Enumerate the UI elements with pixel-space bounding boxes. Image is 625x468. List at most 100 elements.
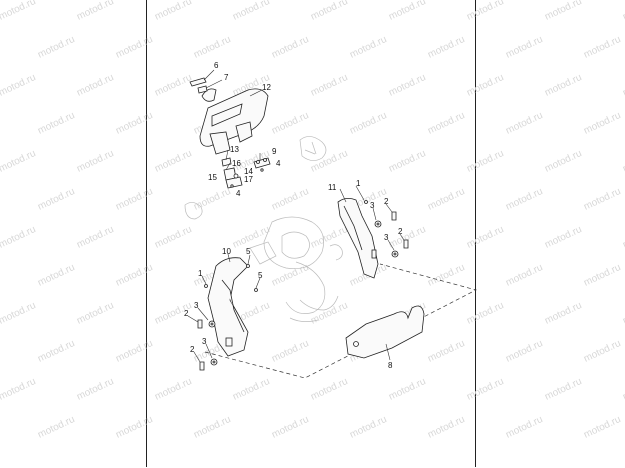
watermark-text: motod.ru xyxy=(465,376,505,403)
callout-17: 17 xyxy=(244,175,253,184)
callout-12: 12 xyxy=(262,83,271,92)
callout-5-lower: 5 xyxy=(258,271,263,280)
watermark-text: motod.ru xyxy=(387,148,427,175)
watermark-text: motod.ru xyxy=(387,0,427,23)
watermark-text: motod.ru xyxy=(270,110,310,137)
watermark-text: motod.ru xyxy=(270,34,310,61)
watermark-text: motod.ru xyxy=(582,414,622,441)
watermark-text: motod.ru xyxy=(114,262,154,289)
watermark-text: motod.ru xyxy=(114,414,154,441)
watermark-text: motod.ru xyxy=(309,376,349,403)
watermark-text: motod.ru xyxy=(114,34,154,61)
watermark-text: motod.ru xyxy=(543,300,583,327)
bracket-small-parts xyxy=(221,157,243,189)
watermark-text: motod.ru xyxy=(270,186,310,213)
watermark-text: motod.ru xyxy=(75,376,115,403)
watermark-text: motod.ru xyxy=(0,148,38,175)
watermark-text: motod.ru xyxy=(153,148,193,175)
callout-5-upper: 5 xyxy=(246,247,251,256)
watermark-text: motod.ru xyxy=(75,72,115,99)
watermark-text: motod.ru xyxy=(465,0,505,23)
watermark-text: motod.ru xyxy=(348,110,388,137)
watermark-text: motod.ru xyxy=(192,414,232,441)
callout-16: 16 xyxy=(232,159,241,168)
watermark-text: motod.ru xyxy=(0,72,38,99)
watermark-text: motod.ru xyxy=(36,414,76,441)
callout-14: 14 xyxy=(244,167,253,176)
callout-2-right-upper: 2 xyxy=(384,197,389,206)
callout-10: 10 xyxy=(222,247,231,256)
watermark-text: motod.ru xyxy=(75,224,115,251)
watermark-text: motod.ru xyxy=(0,0,38,23)
watermark-text: motod.ru xyxy=(582,262,622,289)
callout-2-left-upper: 2 xyxy=(184,309,189,318)
watermark-text: motod.ru xyxy=(114,338,154,365)
callout-13: 13 xyxy=(230,145,239,154)
callout-3-right-upper: 3 xyxy=(370,201,375,210)
watermark-text: motod.ru xyxy=(465,300,505,327)
watermark-text: motod.ru xyxy=(543,224,583,251)
callout-4-lower: 4 xyxy=(236,189,241,198)
watermark-text: motod.ru xyxy=(465,72,505,99)
watermark-text: motod.ru xyxy=(75,300,115,327)
watermark-text: motod.ru xyxy=(36,338,76,365)
watermark-text: motod.ru xyxy=(348,34,388,61)
watermark-text: motod.ru xyxy=(504,414,544,441)
leader-lines xyxy=(187,69,405,363)
upper-cover-part xyxy=(199,88,269,155)
watermark-text: motod.ru xyxy=(621,148,625,175)
watermark-text: motod.ru xyxy=(0,376,38,403)
watermark-text: motod.ru xyxy=(387,72,427,99)
callout-9: 9 xyxy=(272,147,277,156)
watermark-text: motod.ru xyxy=(504,262,544,289)
watermark-text: motod.ru xyxy=(465,224,505,251)
watermark-text: motod.ru xyxy=(270,262,310,289)
bracket-9 xyxy=(253,157,271,169)
callout-3-left-lower: 3 xyxy=(202,337,207,346)
callout-11: 11 xyxy=(328,183,337,192)
lower-cover-part xyxy=(345,305,425,359)
watermark-text: motod.ru xyxy=(504,186,544,213)
watermark-text: motod.ru xyxy=(36,110,76,137)
watermark-text: motod.ru xyxy=(114,186,154,213)
watermark-text: motod.ru xyxy=(582,186,622,213)
callout-8: 8 xyxy=(388,361,393,370)
callout-2-left-lower: 2 xyxy=(190,345,195,354)
watermark-text: motod.ru xyxy=(153,376,193,403)
watermark-text: motod.ru xyxy=(543,148,583,175)
callout-3-right-lower: 3 xyxy=(384,233,389,242)
watermark-text: motod.ru xyxy=(621,300,625,327)
watermark-text: motod.ru xyxy=(0,300,38,327)
drawing-sheet xyxy=(146,0,476,467)
watermark-text: motod.ru xyxy=(192,34,232,61)
watermark-text: motod.ru xyxy=(231,376,271,403)
watermark-text: motod.ru xyxy=(309,72,349,99)
engine-ghost-outline xyxy=(184,136,343,322)
watermark-text: motod.ru xyxy=(309,224,349,251)
watermark-text: motod.ru xyxy=(426,186,466,213)
watermark-text: motod.ru xyxy=(543,376,583,403)
callout-1-left: 1 xyxy=(198,269,203,278)
watermark-text: motod.ru xyxy=(387,376,427,403)
watermark-text: motod.ru xyxy=(75,0,115,23)
watermark-text: motod.ru xyxy=(582,110,622,137)
watermark-text: motod.ru xyxy=(36,34,76,61)
watermark-text: motod.ru xyxy=(309,0,349,23)
watermark-text: motod.ru xyxy=(153,0,193,23)
watermark-text: motod.ru xyxy=(621,72,625,99)
callout-4-upper: 4 xyxy=(276,159,281,168)
watermark-text: motod.ru xyxy=(270,414,310,441)
watermark-text: motod.ru xyxy=(621,0,625,23)
right-side-cover-part xyxy=(337,198,379,279)
watermark-text: motod.ru xyxy=(36,186,76,213)
watermark-text: motod.ru xyxy=(0,224,38,251)
watermark-text: motod.ru xyxy=(348,414,388,441)
watermark-text: motod.ru xyxy=(270,338,310,365)
watermark-layer: motod.ru motod.ru motod.ru motod.ru motod.ru… xyxy=(0,0,625,441)
watermark-text: motod.ru xyxy=(504,34,544,61)
callout-2-right-lower: 2 xyxy=(398,227,403,236)
callout-1-right: 1 xyxy=(356,179,361,188)
watermark-text: motod.ru xyxy=(75,148,115,175)
watermark-text: motod.ru xyxy=(114,110,154,137)
